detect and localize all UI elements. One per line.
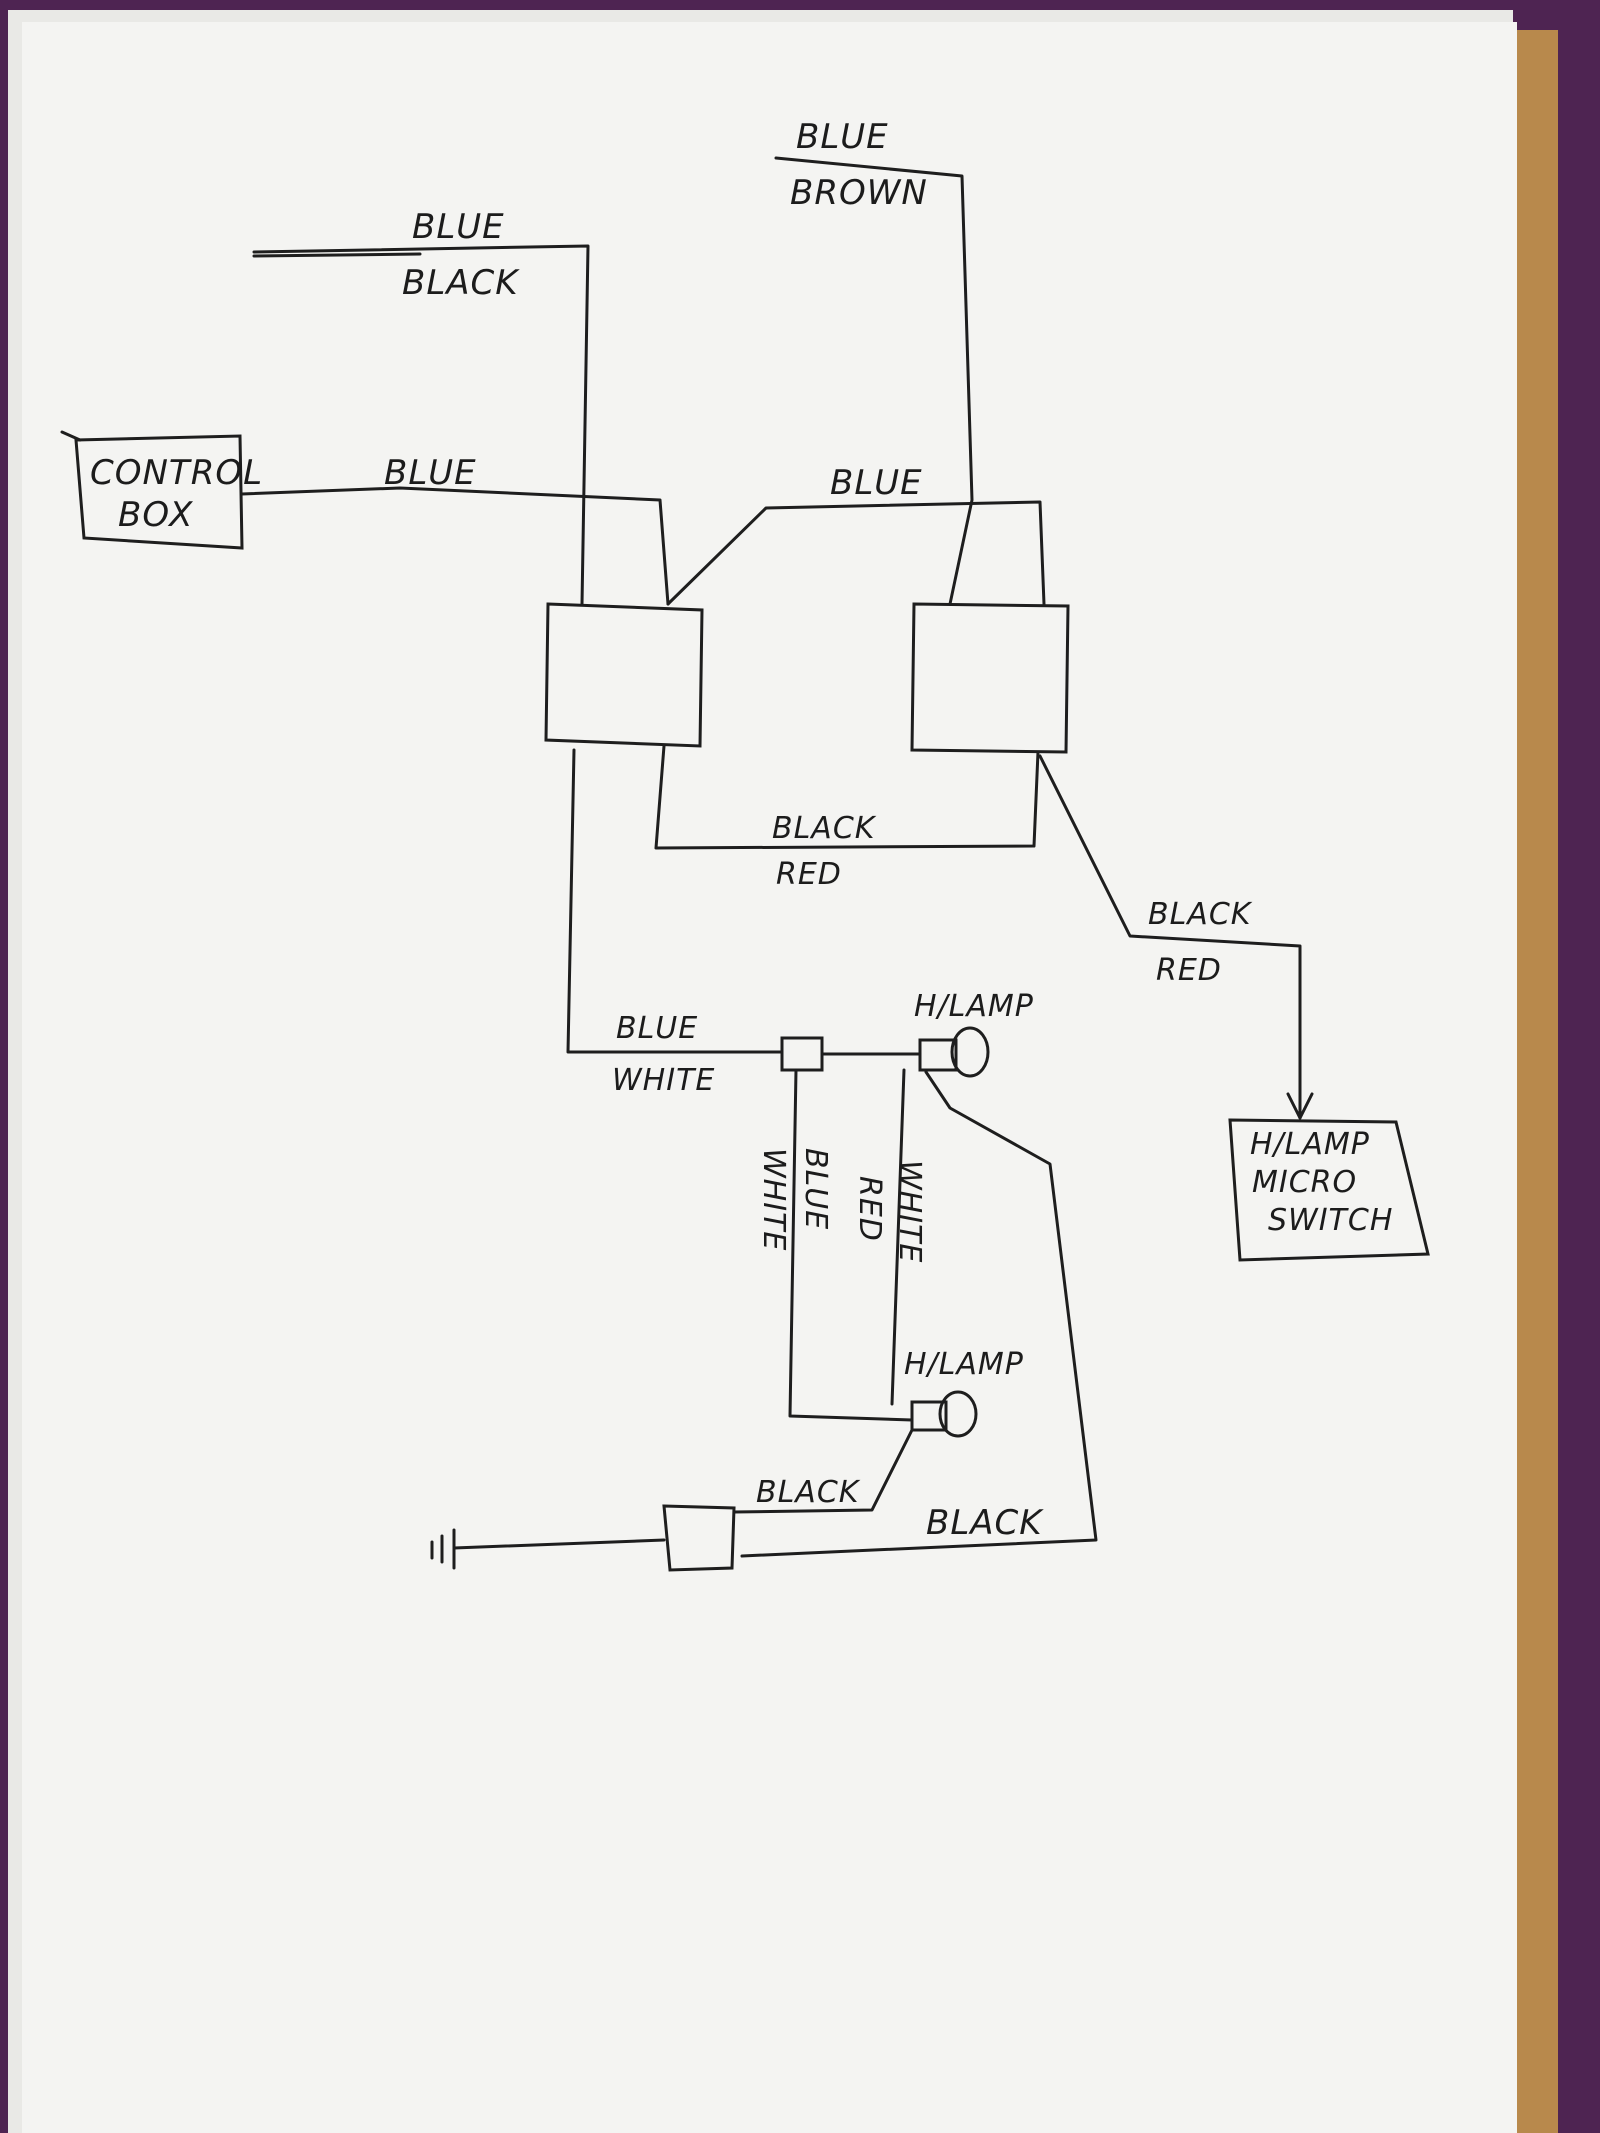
label-right-top-1: BLUE bbox=[796, 117, 889, 157]
switch-arrow-icon bbox=[1286, 1092, 1314, 1120]
control-box: CONTROL BOX bbox=[60, 430, 263, 550]
wire-lamp-feed bbox=[566, 748, 784, 1054]
label-mid-red: RED bbox=[776, 857, 842, 892]
label-vert-right-1: WHITE bbox=[892, 1160, 927, 1263]
ground-icon bbox=[430, 1528, 456, 1570]
label-switch-red: RED bbox=[1156, 953, 1222, 988]
label-vert-left-2: WHITE bbox=[756, 1148, 791, 1251]
micro-switch-label-1: H/LAMP bbox=[1250, 1127, 1370, 1162]
top-headlamp-bulb-icon bbox=[950, 1026, 990, 1078]
control-box-outline bbox=[74, 434, 244, 550]
micro-switch-label-3: SWITCH bbox=[1268, 1203, 1393, 1238]
wire-lamp-black-long bbox=[740, 1070, 1098, 1558]
wire-control-blue bbox=[240, 486, 670, 606]
label-lamp-feed-1: BLUE bbox=[616, 1011, 698, 1046]
label-mid-black: BLACK bbox=[772, 811, 877, 846]
wire-left-top bbox=[252, 244, 590, 606]
bottom-lamp-connector bbox=[910, 1400, 948, 1432]
paper-sheet bbox=[22, 22, 1517, 2133]
wire-ground-lead bbox=[452, 1538, 666, 1550]
control-box-label-2: BOX bbox=[118, 495, 193, 535]
left-relay-box bbox=[544, 602, 704, 748]
micro-switch-label-2: MICRO bbox=[1252, 1165, 1357, 1200]
label-left-top-1: BLUE bbox=[412, 207, 505, 247]
wire-vert-blue-white bbox=[788, 1068, 914, 1422]
label-bottom-headlamp: H/LAMP bbox=[904, 1347, 1024, 1382]
micro-switch-outline bbox=[1228, 1118, 1430, 1262]
right-relay-box bbox=[910, 602, 1070, 754]
wire-relay-black-red bbox=[654, 744, 1040, 850]
wire-lamp-black-short bbox=[732, 1428, 914, 1514]
wire-switch-black-red bbox=[1038, 754, 1302, 1120]
label-vert-right-2: RED bbox=[852, 1176, 887, 1242]
label-top-headlamp: H/LAMP bbox=[914, 989, 1034, 1024]
label-right-top-2: BROWN bbox=[790, 173, 928, 213]
wire-right-top bbox=[774, 156, 974, 606]
micro-switch-box: H/LAMP MICRO SWITCH bbox=[1228, 1118, 1430, 1262]
control-box-label-1: CONTROL bbox=[90, 453, 263, 493]
wire-bridge-blue bbox=[666, 500, 1046, 606]
label-switch-black: BLACK bbox=[1148, 897, 1253, 932]
ground-junction-block bbox=[662, 1504, 736, 1572]
label-control-wire: BLUE bbox=[384, 453, 477, 493]
control-box-stub bbox=[60, 430, 82, 442]
label-bridge-wire: BLUE bbox=[830, 463, 923, 503]
wires bbox=[240, 156, 1314, 1558]
label-ground-black-1: BLACK bbox=[756, 1475, 861, 1510]
wire-left-top-double bbox=[252, 252, 422, 258]
label-vert-left-1: BLUE bbox=[798, 1148, 833, 1230]
label-lamp-feed-2: WHITE bbox=[612, 1063, 715, 1098]
wire-vert-white-red bbox=[890, 1068, 906, 1406]
label-left-top-2: BLACK bbox=[402, 263, 520, 303]
bottom-headlamp-bulb-icon bbox=[938, 1390, 978, 1438]
label-ground-black-2: BLACK bbox=[926, 1503, 1044, 1543]
